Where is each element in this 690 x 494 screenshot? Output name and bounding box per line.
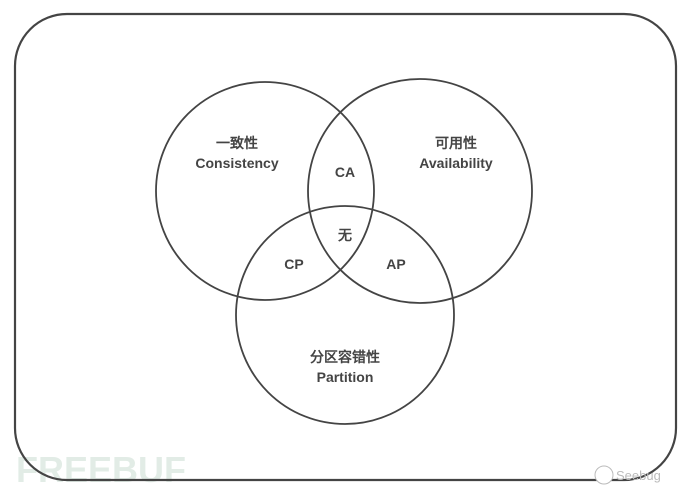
consistency-label-zh: 一致性 [216, 135, 258, 151]
seebug-watermark: Seebug [616, 468, 661, 483]
seebug-logo-icon [594, 465, 614, 485]
ca-label: CA [335, 164, 355, 180]
consistency-label-en: Consistency [195, 155, 278, 171]
ap-label: AP [386, 256, 405, 272]
freebuf-watermark: FREEBUF [16, 449, 186, 490]
outer-frame [13, 12, 678, 482]
partition-circle [235, 205, 455, 425]
availability-circle [307, 78, 533, 304]
cp-label: CP [284, 256, 303, 272]
partition-label-en: Partition [317, 369, 374, 385]
partition-label-zh: 分区容错性 [310, 349, 380, 365]
availability-label-zh: 可用性 [435, 135, 477, 151]
availability-label-en: Availability [419, 155, 493, 171]
none-label: 无 [337, 227, 352, 243]
consistency-circle [155, 81, 375, 301]
